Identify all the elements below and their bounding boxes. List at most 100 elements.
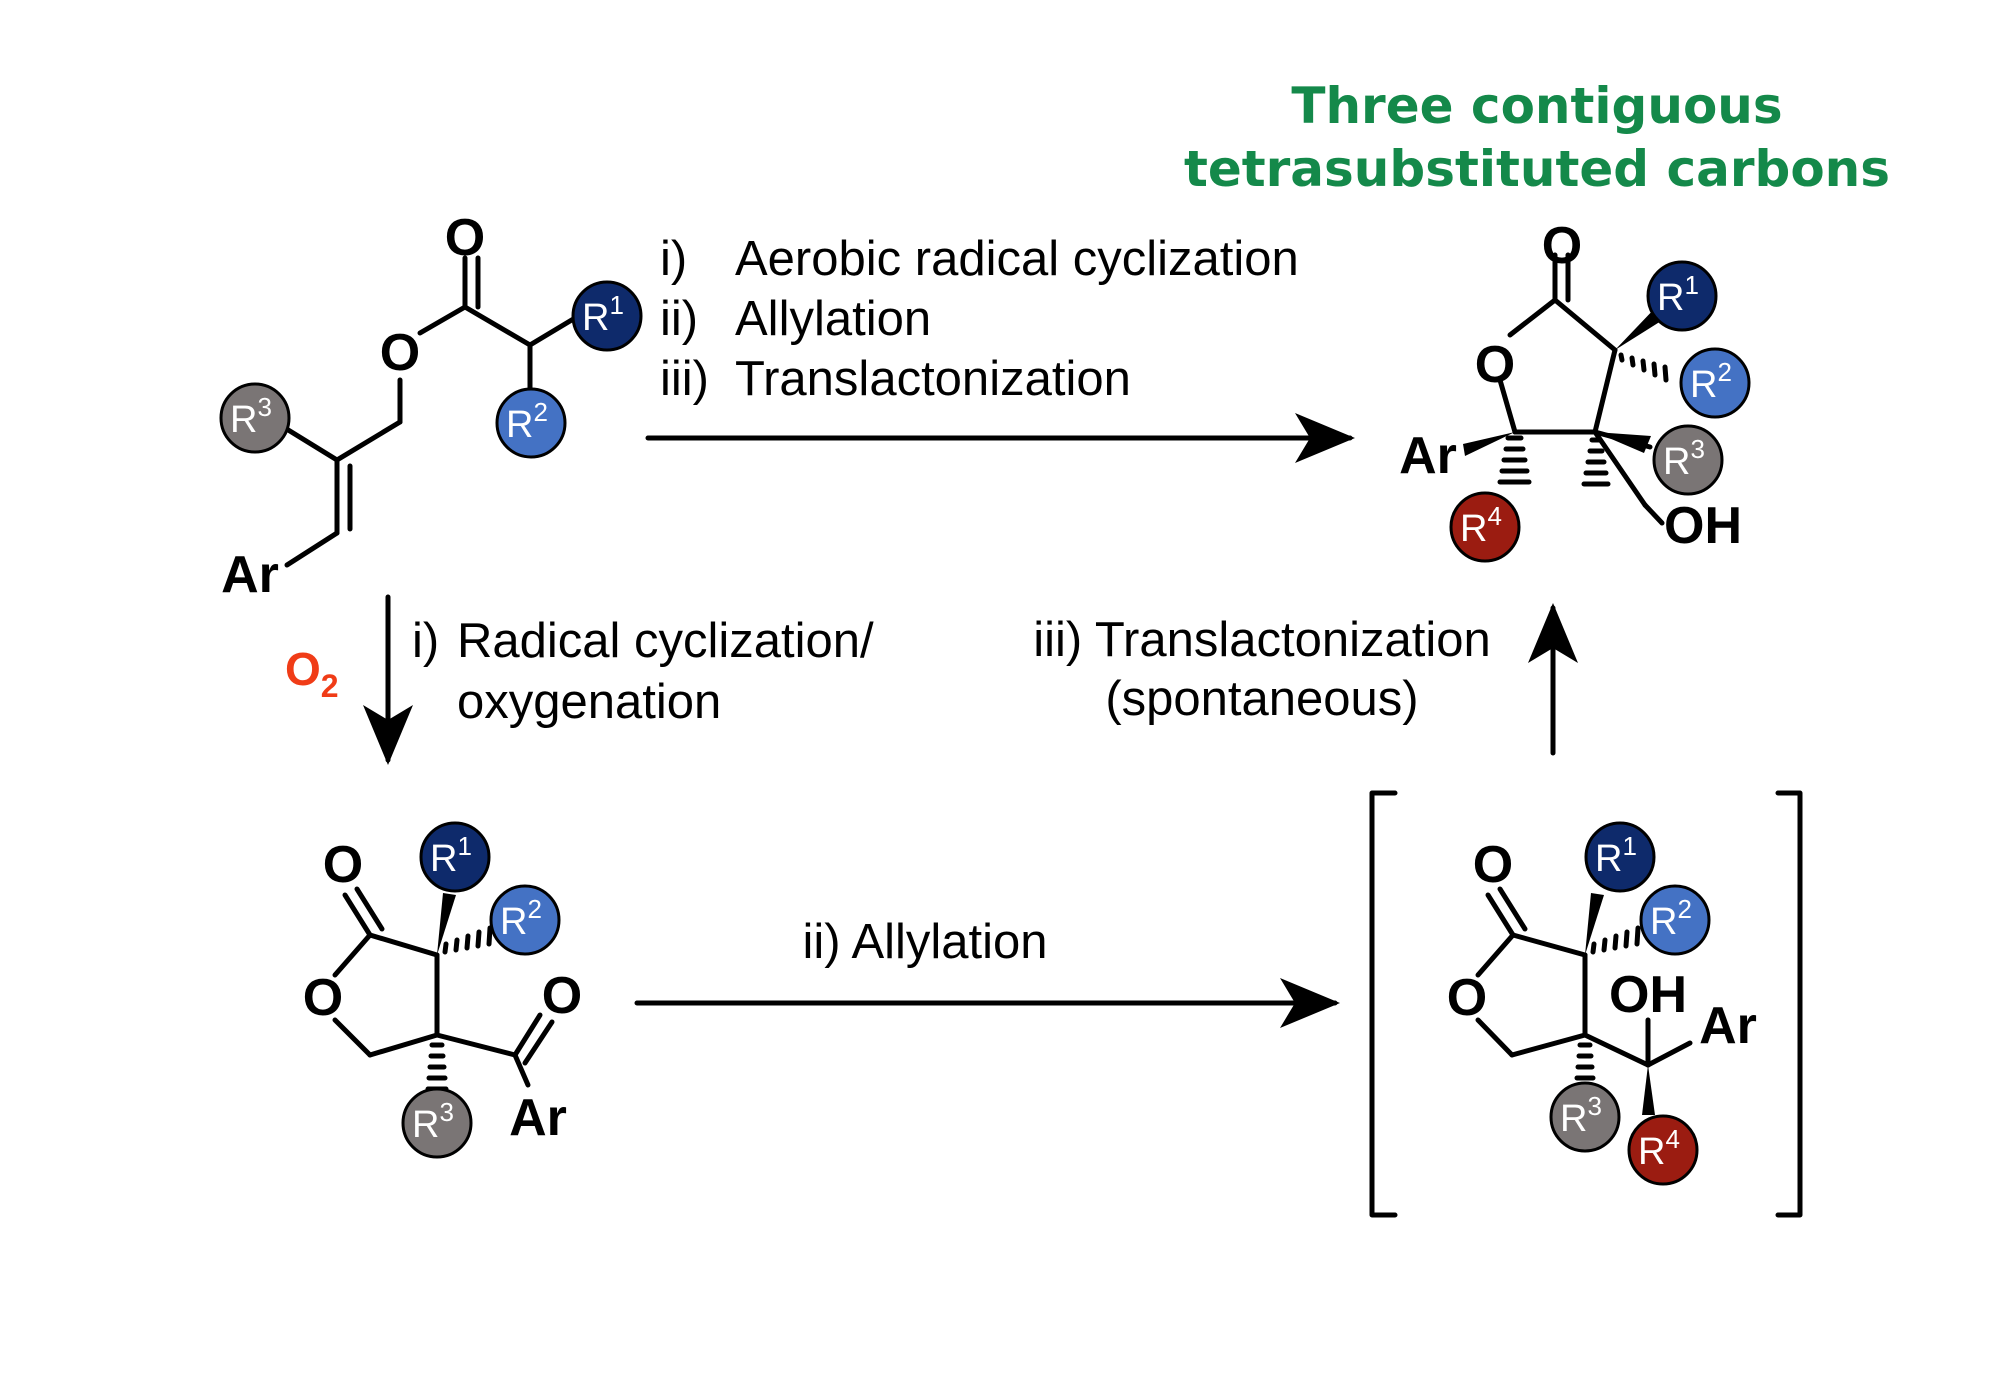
substituent-letter: R (1560, 1098, 1587, 1140)
substituent-index: 1 (1684, 270, 1698, 300)
substituent-index: 3 (439, 1097, 453, 1127)
substituent-letter: R (1650, 901, 1677, 943)
substituent-r3: R3 (219, 382, 291, 454)
step-number: iii) (660, 352, 709, 406)
step-number: ii) (660, 292, 698, 346)
step-text: Aerobic radical cyclization (735, 232, 1299, 286)
substituent-r1: R1 (419, 821, 491, 893)
step-text: Radical cyclization/ (457, 614, 874, 668)
substituent-index: 1 (609, 290, 623, 320)
substituent-index: 3 (1587, 1091, 1601, 1121)
substituent-label: R2 (1650, 894, 1692, 943)
reagent-symbol: O (285, 643, 321, 695)
substituent-index: 4 (1487, 501, 1501, 531)
atom-label: O (303, 969, 343, 1027)
substituent-index: 3 (1690, 434, 1704, 464)
substituent-letter: R (1690, 364, 1717, 406)
substituent-index: 3 (257, 392, 271, 422)
substituent-r1: R1 (1584, 821, 1656, 893)
substituent-letter: R (500, 901, 527, 943)
atom-label: O (1542, 217, 1582, 275)
substituent-r3: R3 (1549, 1081, 1621, 1153)
atom-label: Ar (1699, 997, 1757, 1055)
title: Three contiguous tetrasubstituted carbon… (1184, 77, 1890, 198)
substituent-label: R4 (1460, 501, 1502, 550)
substituent-index: 1 (457, 831, 471, 861)
atom-label: Ar (1399, 427, 1457, 485)
top-arrow-conditions: i) Aerobic radical cyclization ii) Allyl… (660, 232, 1299, 406)
substituent-r3: R3 (401, 1087, 473, 1159)
substituent-label: R1 (582, 290, 624, 339)
title-line-1: Three contiguous (1291, 77, 1782, 135)
down-arrow-conditions: O2 i) Radical cyclization/ oxygenation (285, 614, 874, 729)
starting-material: O O Ar (221, 209, 578, 604)
substituent-label: R1 (1657, 270, 1699, 319)
substituent-letter: R (582, 297, 609, 339)
substituent-label: R3 (230, 392, 272, 441)
substituent-index: 2 (1717, 357, 1731, 387)
substituent-circle (1679, 347, 1751, 419)
substituent-r1: R1 (1646, 260, 1718, 332)
substituent-circle (1449, 491, 1521, 563)
substituent-r2: R2 (489, 884, 561, 956)
substituent-r4: R4 (1627, 1114, 1699, 1186)
substituent-label: R3 (412, 1097, 454, 1146)
substituent-label: R2 (506, 397, 548, 446)
substituent-letter: R (1638, 1131, 1665, 1173)
substituent-letter: R (1663, 441, 1690, 483)
substituent-letter: R (1460, 508, 1487, 550)
substituent-index: 4 (1665, 1124, 1679, 1154)
step-text: (spontaneous) (1105, 672, 1418, 726)
product-lactone: O O Ar OH (1399, 217, 1742, 555)
substituent-index: 2 (533, 397, 547, 427)
atom-label: O (380, 324, 420, 382)
substituent-index: 2 (1677, 894, 1691, 924)
reaction-arrows (363, 413, 1578, 1028)
hydroxyl-group: OH (1609, 966, 1687, 1024)
substituent-circle (401, 1087, 473, 1159)
substituent-label: R1 (1595, 831, 1637, 880)
ring-oxygen: O (1475, 336, 1515, 394)
step-number: i) (660, 232, 687, 286)
substituent-r2: R2 (1639, 884, 1711, 956)
substituent-letter: R (1657, 277, 1684, 319)
bottom-arrow-conditions: ii) Allylation (802, 915, 1047, 969)
substituent-label: R3 (1663, 434, 1705, 483)
atom-label: OH (1664, 497, 1742, 555)
substituent-circle (1639, 884, 1711, 956)
reagent-subscript: 2 (321, 668, 339, 704)
substituent-r4: R4 (1449, 491, 1521, 563)
up-arrow-conditions: iii) Translactonization (spontaneous) (1033, 613, 1491, 726)
substituent-label: R1 (430, 831, 472, 880)
substituent-circle (1646, 260, 1718, 332)
step-text: Translactonization (735, 352, 1131, 406)
substituent-label: R3 (1560, 1091, 1602, 1140)
atom-label: O (323, 836, 363, 894)
step-text: oxygenation (457, 675, 721, 729)
substituent-circle (489, 884, 561, 956)
substituent-circle (1549, 1081, 1621, 1153)
substituent-circle (1652, 424, 1724, 496)
ketone-oxygen: O (542, 967, 582, 1025)
atom-label: O (1447, 969, 1487, 1027)
substituent-letter: R (412, 1104, 439, 1146)
step-text: Allylation (735, 292, 931, 346)
substituent-letter: R (430, 838, 457, 880)
substituent-label: R2 (500, 894, 542, 943)
substituent-circle (219, 382, 291, 454)
substituent-circle (571, 280, 643, 352)
substituent-letter: R (506, 404, 533, 446)
step-text: ii) Allylation (802, 915, 1047, 969)
step-number: i) (412, 614, 439, 668)
step-text: iii) Translactonization (1033, 613, 1491, 667)
substituent-index: 2 (527, 894, 541, 924)
atom-label: O (445, 209, 485, 267)
title-line-2: tetrasubstituted carbons (1184, 140, 1890, 198)
substituent-letter: R (1595, 838, 1622, 880)
substituent-r2: R2 (1679, 347, 1751, 419)
substituent-r1: R1 (571, 280, 643, 352)
substituent-r3: R3 (1652, 424, 1724, 496)
substituent-circle (419, 821, 491, 893)
